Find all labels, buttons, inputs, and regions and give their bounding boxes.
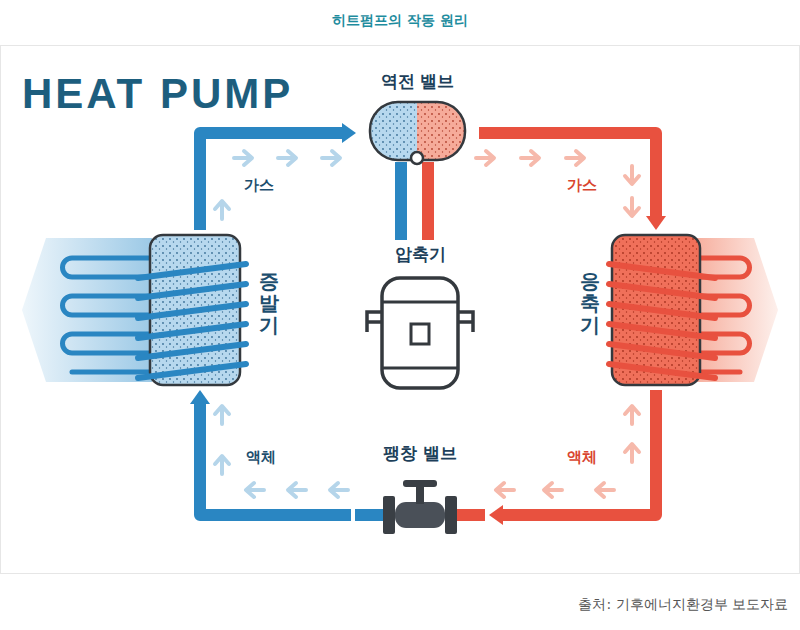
flow-chevron	[625, 198, 639, 216]
part-label: 역전 밸브	[356, 70, 479, 93]
flow-chevron	[330, 483, 348, 497]
vertical-part-label: 응축기	[580, 270, 600, 336]
refrigerant-pipe	[422, 162, 434, 240]
flow-chevron	[544, 483, 562, 497]
flow-chevron	[215, 406, 229, 424]
part-label: 압축기	[351, 243, 489, 266]
flow-chevron	[288, 483, 306, 497]
refrigerant-pipe	[200, 404, 351, 515]
flow-chevron	[625, 406, 639, 424]
refrigerant-pipe	[200, 133, 342, 230]
flow-chevron	[234, 151, 252, 165]
flow-label: 가스	[242, 176, 276, 195]
flow-chevron	[476, 151, 494, 165]
flow-chevron	[246, 483, 264, 497]
expansion-valve: 팽창 밸브	[351, 440, 489, 540]
flow-chevron	[521, 151, 539, 165]
evaporator: 증발기	[140, 230, 295, 390]
part-label: 팽창 밸브	[351, 442, 489, 465]
flow-chevron	[215, 201, 229, 219]
compressor: 압축기	[351, 240, 489, 395]
source-caption: 출처: 기후에너지환경부 보도자료	[578, 596, 788, 614]
refrigerant-pipe	[395, 162, 407, 240]
flow-chevron	[215, 456, 229, 474]
flow-label: 가스	[565, 176, 599, 195]
flow-chevron	[278, 151, 296, 165]
refrigerant-pipe	[479, 133, 656, 216]
brand-heading: HEAT PUMP	[22, 70, 293, 118]
condenser: 응축기	[565, 230, 715, 390]
refrigerant-pipe	[503, 390, 656, 515]
reversing-valve: 역전 밸브	[356, 70, 479, 162]
flow-chevron	[496, 483, 514, 497]
flow-chevron	[625, 444, 639, 462]
vertical-part-label: 증발기	[259, 270, 279, 336]
flow-chevron	[596, 483, 614, 497]
flow-label: 액체	[244, 448, 278, 467]
flow-label: 액체	[565, 448, 599, 467]
flow-chevron	[625, 166, 639, 184]
flow-chevron	[566, 151, 584, 165]
flow-chevron	[322, 151, 340, 165]
page-title: 히트펌프의 작동 원리	[0, 12, 800, 30]
